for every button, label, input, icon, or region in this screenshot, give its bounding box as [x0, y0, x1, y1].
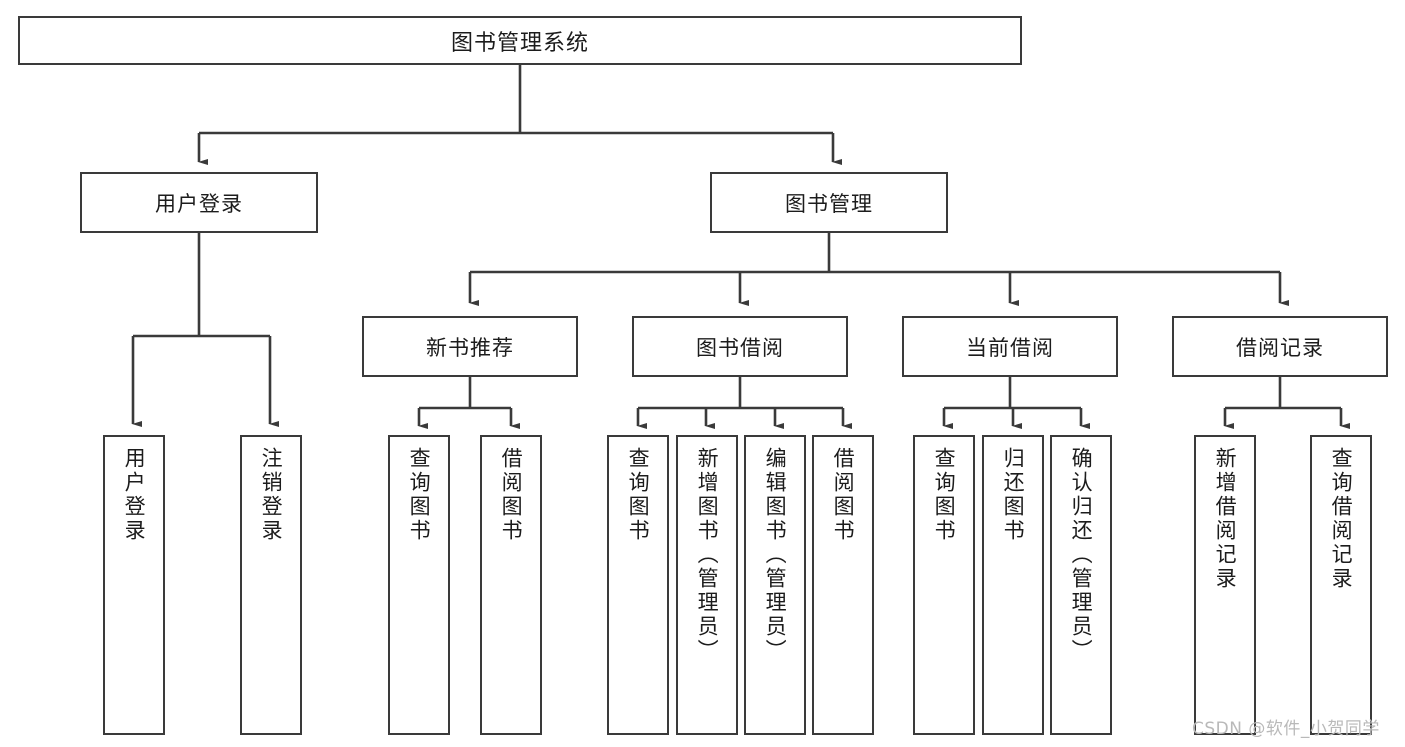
- node-root-system[interactable]: 图书管理系统: [18, 16, 1022, 65]
- node-leaf-confirm-return[interactable]: 确认归还（管理员）: [1050, 435, 1112, 735]
- node-label: 新增借阅记录: [1213, 447, 1238, 591]
- node-leaf-query-book-2[interactable]: 查询图书: [607, 435, 669, 735]
- node-leaf-query-book-3[interactable]: 查询图书: [913, 435, 975, 735]
- node-book-manage[interactable]: 图书管理: [710, 172, 948, 233]
- node-label: 归还图书: [1001, 447, 1026, 543]
- node-label: 借阅图书: [499, 447, 524, 543]
- node-new-book-rec[interactable]: 新书推荐: [362, 316, 578, 377]
- node-leaf-edit-book[interactable]: 编辑图书（管理员）: [744, 435, 806, 735]
- node-leaf-user-logout[interactable]: 注销登录: [240, 435, 302, 735]
- node-leaf-borrow-book-2[interactable]: 借阅图书: [812, 435, 874, 735]
- node-label: 新增图书（管理员）: [695, 447, 720, 663]
- node-label: 查询图书: [407, 447, 432, 543]
- node-label: 用户登录: [155, 191, 243, 216]
- node-label: 图书管理系统: [450, 30, 589, 56]
- node-leaf-user-login[interactable]: 用户登录: [103, 435, 165, 735]
- node-label: 确认归还（管理员）: [1069, 447, 1094, 663]
- node-label: 图书管理: [785, 191, 873, 216]
- node-label: 查询借阅记录: [1329, 447, 1354, 591]
- node-borrow-record[interactable]: 借阅记录: [1172, 316, 1388, 377]
- node-leaf-add-record[interactable]: 新增借阅记录: [1194, 435, 1256, 735]
- node-label: 查询图书: [932, 447, 957, 543]
- node-leaf-borrow-book-1[interactable]: 借阅图书: [480, 435, 542, 735]
- node-current-borrow[interactable]: 当前借阅: [902, 316, 1118, 377]
- node-label: 注销登录: [259, 447, 284, 543]
- node-leaf-return-book[interactable]: 归还图书: [982, 435, 1044, 735]
- node-leaf-query-record[interactable]: 查询借阅记录: [1310, 435, 1372, 735]
- node-leaf-add-book[interactable]: 新增图书（管理员）: [676, 435, 738, 735]
- node-label: 新书推荐: [426, 335, 514, 360]
- node-label: 查询图书: [626, 447, 651, 543]
- node-label: 用户登录: [122, 447, 147, 543]
- node-label: 借阅记录: [1236, 335, 1324, 360]
- node-book-borrow[interactable]: 图书借阅: [632, 316, 848, 377]
- watermark-text: CSDN @软件_小贺同学: [1192, 719, 1380, 739]
- node-leaf-query-book-1[interactable]: 查询图书: [388, 435, 450, 735]
- node-label: 当前借阅: [966, 335, 1054, 360]
- node-label: 图书借阅: [696, 335, 784, 360]
- node-label: 借阅图书: [831, 447, 856, 543]
- node-label: 编辑图书（管理员）: [763, 447, 788, 663]
- node-user-login[interactable]: 用户登录: [80, 172, 318, 233]
